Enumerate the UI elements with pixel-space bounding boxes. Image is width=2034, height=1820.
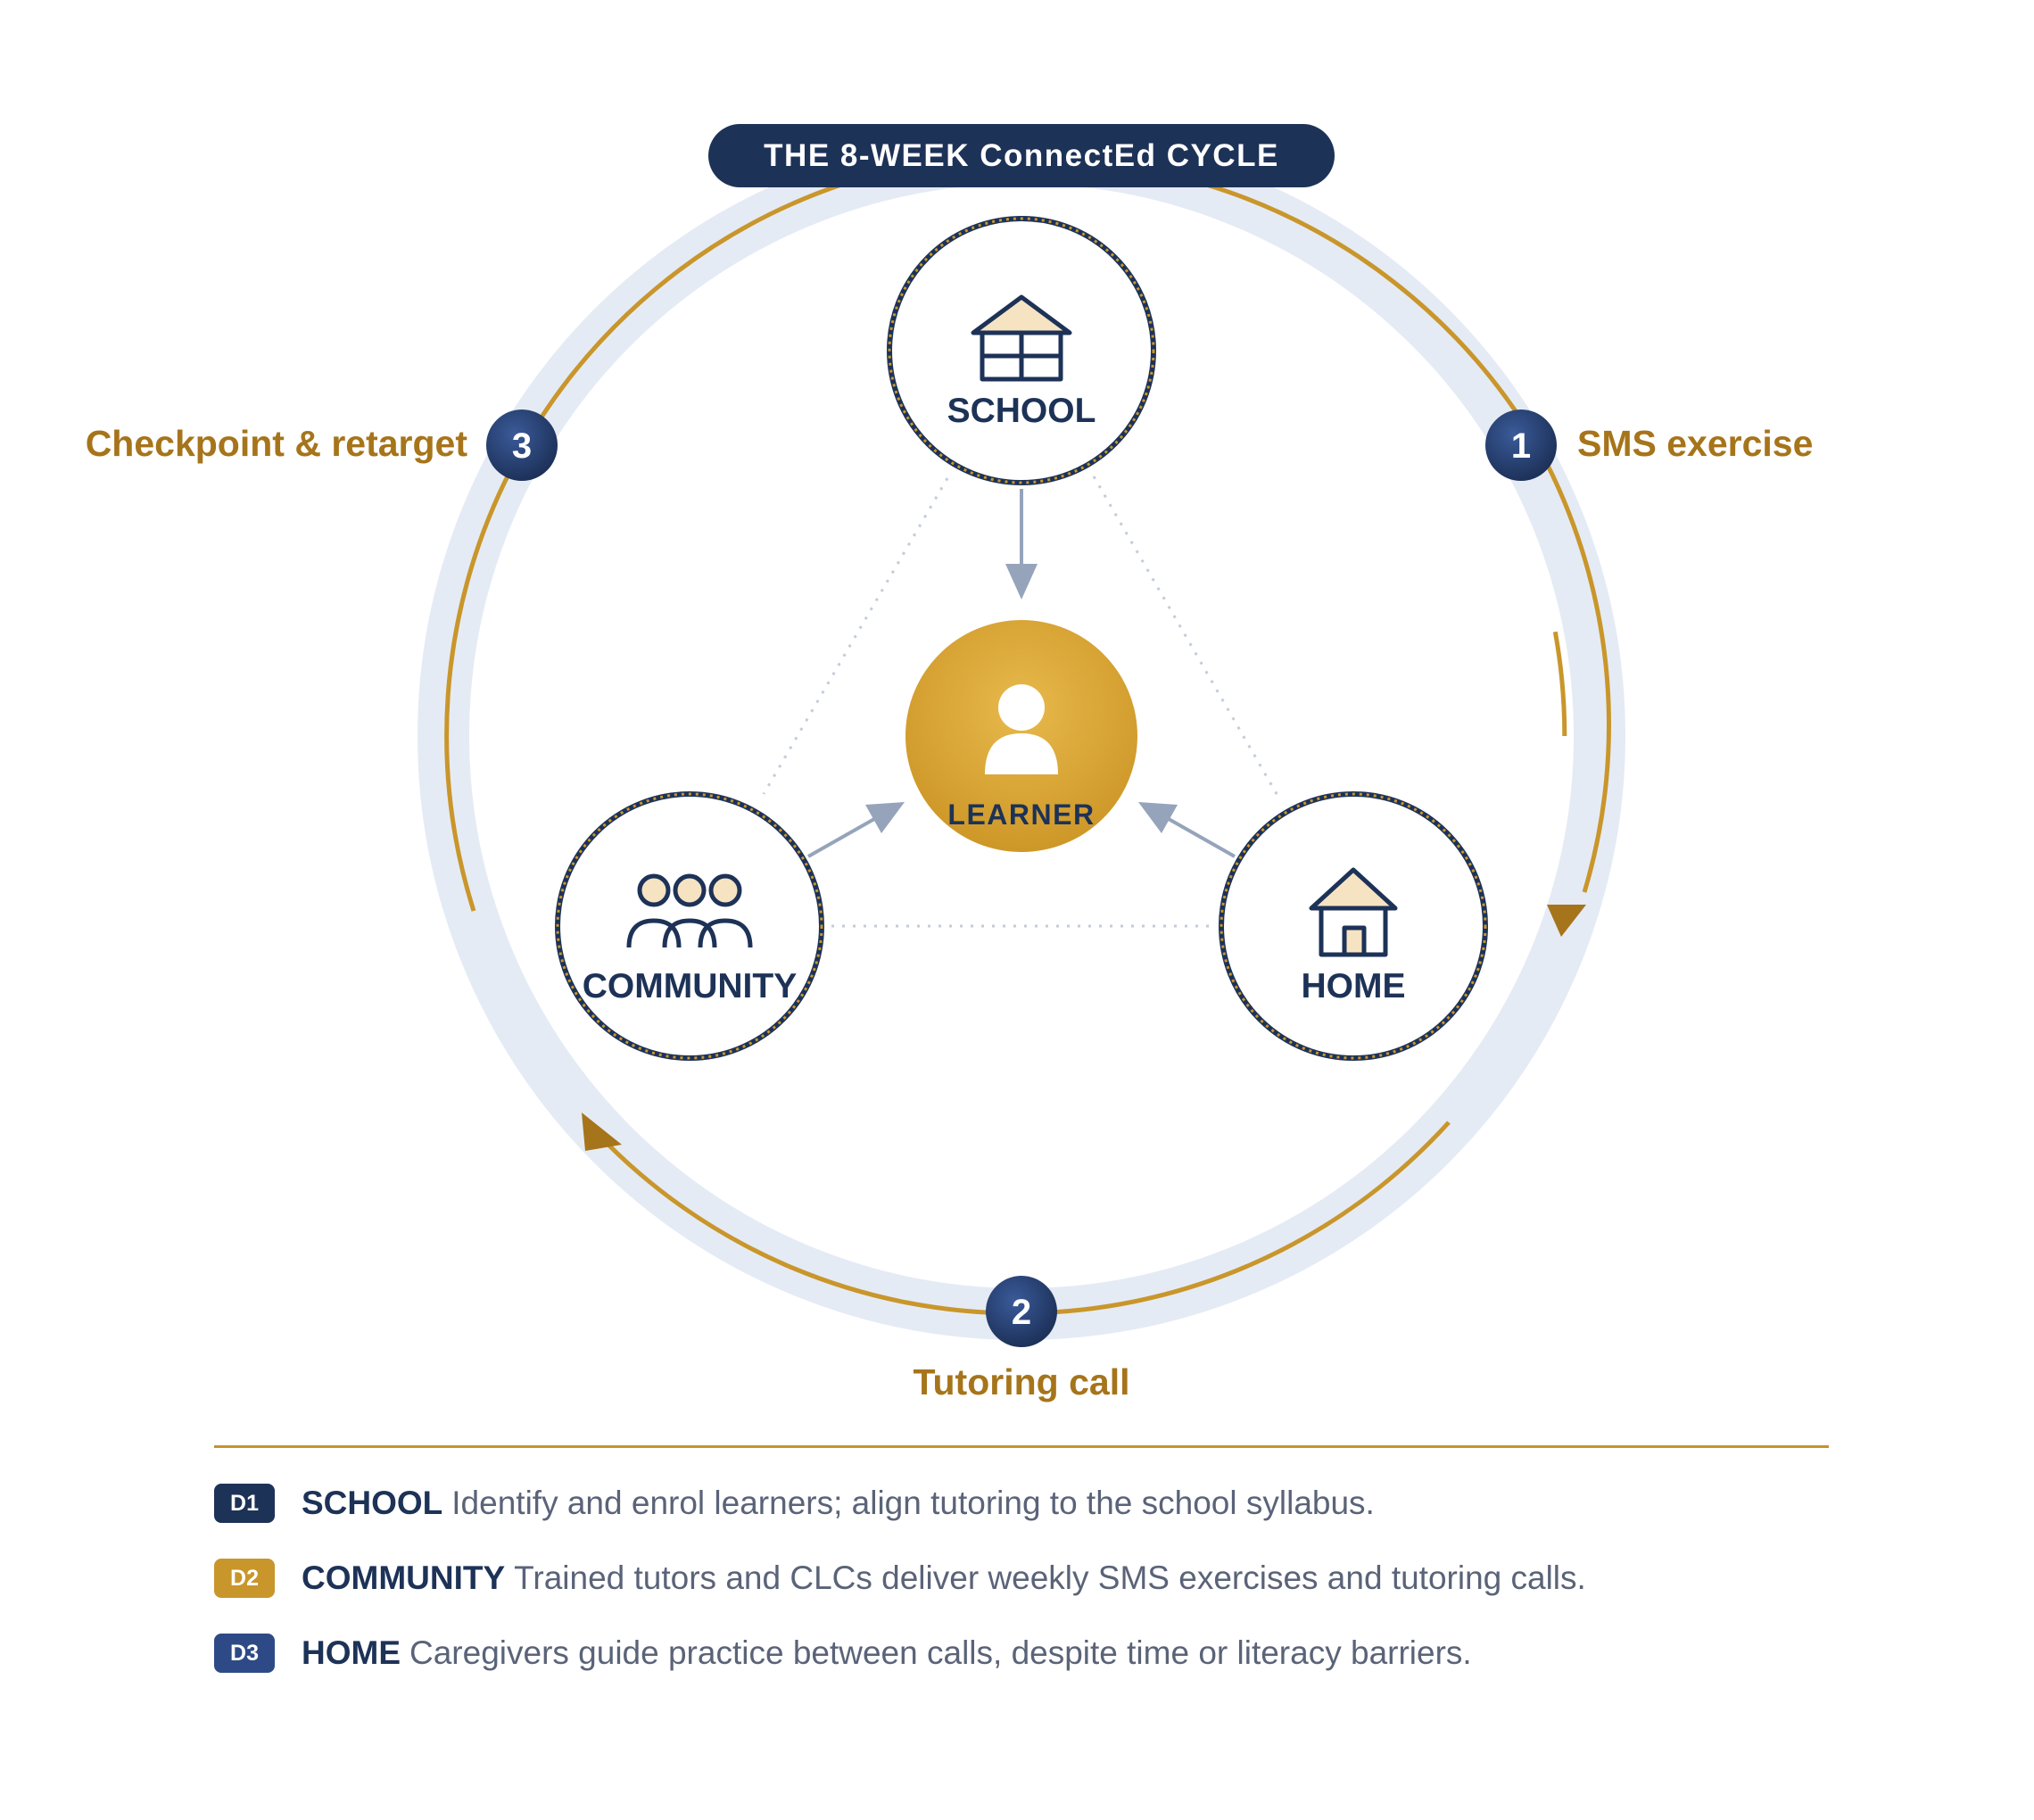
legend-domain-community: COMMUNITY	[302, 1559, 506, 1596]
arrow-community-learner	[807, 817, 875, 858]
arrow-home-learner	[1168, 817, 1236, 858]
legend-description-home: Caregivers guide practice between calls,…	[409, 1634, 1472, 1671]
learner-node: LEARNER	[905, 620, 1137, 852]
legend-domain-school: SCHOOL	[302, 1485, 443, 1521]
learner-icon	[985, 684, 1058, 774]
arrow-community-learner-head	[865, 802, 905, 833]
legend-badge-d1: D1	[214, 1484, 275, 1523]
diagram-title: THE 8-WEEK ConnectEd CYCLE	[764, 138, 1279, 173]
cycle-arrowhead-right	[1547, 905, 1586, 937]
legend-badge-d3: D3	[214, 1634, 275, 1673]
school-icon	[971, 294, 1072, 382]
legend-description-community: Trained tutors and CLCs deliver weekly S…	[514, 1559, 1586, 1596]
home-icon	[1309, 867, 1398, 957]
step-3-marker	[486, 410, 558, 481]
cycle-arc-top	[1552, 631, 1567, 737]
school-node: SCHOOL	[887, 216, 1156, 485]
cycle-arc-right	[1534, 442, 1611, 893]
arrow-home-learner-head	[1138, 802, 1178, 833]
step-1-marker	[1485, 410, 1557, 481]
step-3: 3 Checkpoint & retarget	[86, 410, 558, 481]
step-3-number: 3	[512, 426, 532, 466]
step-2-marker	[986, 1276, 1057, 1347]
legend-domain-home: HOME	[302, 1634, 401, 1671]
step-2: 2 Tutoring call	[914, 1276, 1130, 1402]
title-pill: THE 8-WEEK ConnectEd CYCLE	[708, 124, 1335, 187]
home-label: HOME	[1302, 967, 1406, 1005]
step-1-number: 1	[1511, 426, 1531, 466]
step-1: 1 SMS exercise	[1485, 410, 1813, 481]
home-node: HOME	[1219, 791, 1488, 1061]
arrow-school-learner-head	[1005, 564, 1038, 600]
community-label: COMMUNITY	[583, 967, 797, 1005]
learner-label: LEARNER	[947, 798, 1095, 831]
legend-badge-d2: D2	[214, 1559, 275, 1598]
connector-school-community	[762, 477, 949, 795]
step-1-label: SMS exercise	[1577, 423, 1813, 464]
community-icon	[626, 873, 753, 948]
cycle-arrowhead-left	[582, 1113, 622, 1151]
legend-description-school: Identify and enrol learners; align tutor…	[451, 1485, 1375, 1521]
step-2-number: 2	[1012, 1293, 1031, 1332]
step-2-label: Tutoring call	[914, 1361, 1130, 1402]
step-3-label: Checkpoint & retarget	[86, 423, 468, 464]
community-node: COMMUNITY	[555, 791, 824, 1061]
legend-divider	[214, 1445, 1829, 1448]
school-label: SCHOOL	[947, 392, 1096, 430]
